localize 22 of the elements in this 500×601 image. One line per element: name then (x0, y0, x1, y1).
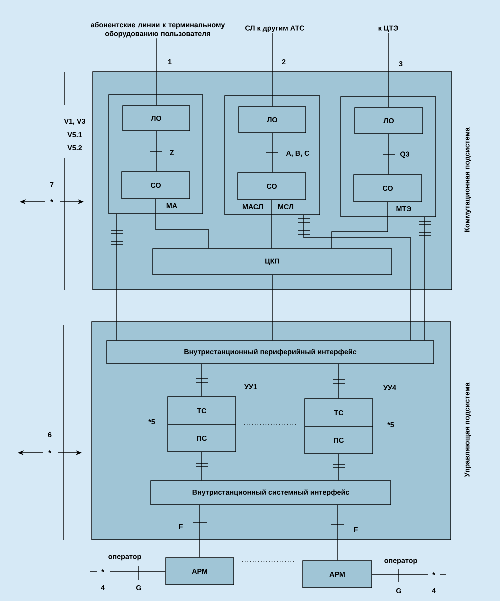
connector-line (266, 133, 279, 173)
connector-line (150, 131, 163, 172)
connector-line (110, 214, 124, 341)
connector-line (388, 32, 390, 108)
connector-line (156, 38, 157, 106)
connector-line (418, 217, 432, 341)
connector-line (90, 566, 166, 580)
connector-line (332, 202, 388, 249)
dotted-line (244, 424, 297, 425)
connector-line (196, 364, 208, 397)
dotted-line (242, 561, 295, 562)
connector-line (330, 505, 344, 561)
connector-line (382, 134, 396, 175)
connector-line (192, 505, 208, 558)
connector-line (372, 568, 446, 582)
connector-line (196, 452, 208, 481)
connector-line (272, 32, 273, 107)
connector-line (272, 275, 273, 341)
connector-line (332, 454, 346, 481)
connector-line (298, 215, 412, 341)
connector-line (156, 199, 210, 249)
connector-line (332, 364, 346, 399)
